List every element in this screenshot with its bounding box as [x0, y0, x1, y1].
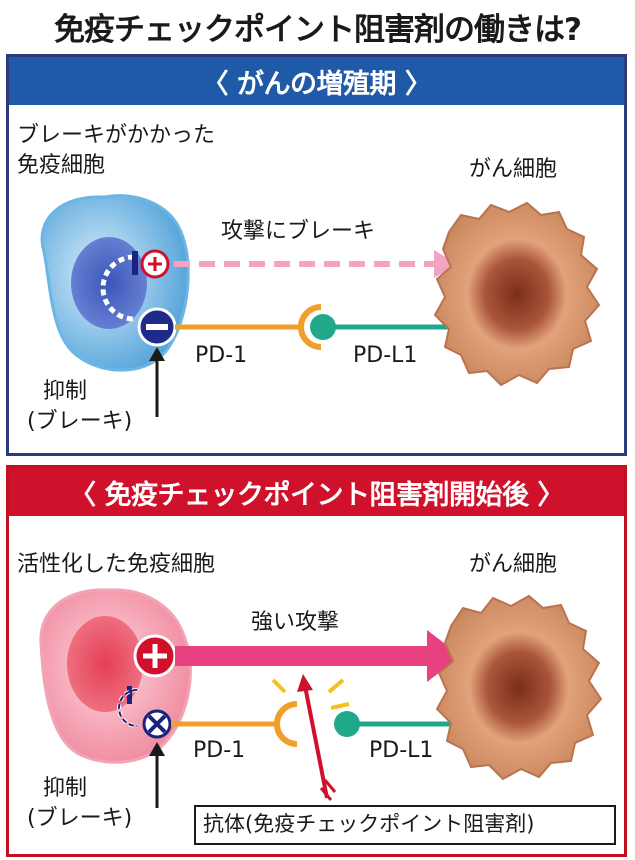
panel-header-after-treatment: 〈 免疫チェックポイント阻害剤開始後 〉 [9, 468, 624, 516]
immune-cell-label-line2: 免疫細胞 [17, 153, 106, 178]
immune-cell-nucleus [71, 237, 147, 329]
page-title: 免疫チェックポイント阻害剤の働きは? [54, 11, 582, 48]
pdl1-label: PD-L1 [353, 343, 418, 368]
inhibit-label-line1: 抑制 [43, 379, 88, 404]
diagram-after-treatment [39, 588, 616, 845]
strong-attack-arrow [175, 646, 429, 666]
panel-header-proliferation: 〈 がんの増殖期 〉 [9, 57, 624, 105]
pd1-label: PD-1 [195, 343, 248, 368]
pdl1-ligand [334, 711, 360, 737]
antibody-label: 抗体(免疫チェックポイント阻害剤) [203, 812, 535, 836]
diagram-proliferation [40, 194, 601, 417]
pdl1-label: PD-L1 [369, 738, 434, 763]
cancer-cell [435, 594, 603, 781]
inhibit-label-line1: 抑制 [43, 776, 88, 801]
attack-label: 強い攻撃 [251, 610, 340, 635]
panel-after-treatment: 〈 免疫チェックポイント阻害剤開始後 〉 [6, 465, 627, 857]
inhibit-label-line2: (ブレーキ) [27, 409, 133, 434]
pd1-label: PD-1 [193, 738, 246, 763]
cancer-cell-label: がん細胞 [469, 157, 558, 182]
inhibit-label-line2: (ブレーキ) [27, 806, 133, 831]
cancer-cell [433, 201, 601, 387]
immune-cell-nucleus-activated [67, 616, 143, 712]
immune-cell-label-line1: ブレーキがかかった [17, 123, 216, 148]
panel-proliferation: 〈 がんの増殖期 〉 [6, 54, 627, 456]
attack-label: 攻撃にブレーキ [221, 219, 376, 244]
antibody-arrow-icon [271, 674, 350, 801]
cancer-cell-label: がん細胞 [469, 552, 558, 577]
activated-cell-label: 活性化した免疫細胞 [17, 552, 216, 577]
antibody-label-box [194, 805, 616, 845]
pdl1-ligand [310, 314, 336, 340]
receptor-link [100, 254, 135, 322]
